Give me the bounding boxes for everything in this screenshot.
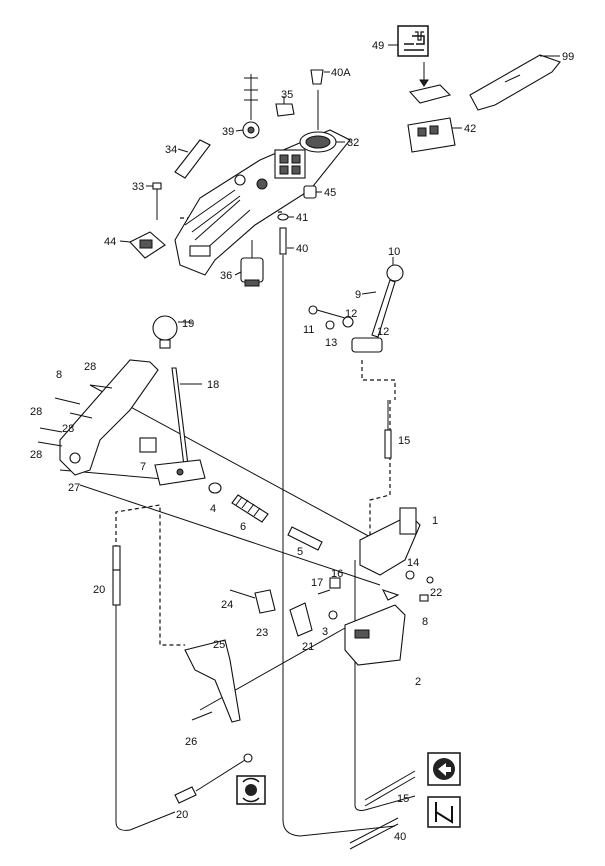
callout-42-7: 42 <box>464 123 476 135</box>
callout-15-47: 15 <box>397 793 409 805</box>
callout-7-26: 7 <box>140 461 146 473</box>
callout-25-44: 25 <box>213 639 225 651</box>
bolt-33 <box>152 182 162 220</box>
bracket-25 <box>184 639 241 723</box>
key-99 <box>469 54 561 111</box>
nut-39 <box>242 74 260 139</box>
spring-6 <box>231 494 269 523</box>
reverse-icon <box>427 752 461 786</box>
callout-17-35: 17 <box>311 577 323 589</box>
knob-40a <box>310 69 324 85</box>
callout-8-43: 8 <box>422 616 428 628</box>
callout-40-12: 40 <box>296 243 308 255</box>
bolts-28 <box>37 384 113 447</box>
cut-icon <box>427 796 461 828</box>
cable-end-40 <box>279 227 287 255</box>
callout-36-13: 36 <box>220 270 232 282</box>
bracket-21 <box>289 602 313 637</box>
plug-45 <box>303 185 317 199</box>
rotation-icon <box>236 775 266 805</box>
washer-4 <box>208 482 222 494</box>
callout-16-36: 16 <box>331 568 343 580</box>
switch-36 <box>240 240 264 287</box>
tube-5 <box>287 526 323 551</box>
callout-33-8: 33 <box>132 181 144 193</box>
callout-9-15: 9 <box>355 289 361 301</box>
callout-13-18: 13 <box>325 337 337 349</box>
callout-20-38: 20 <box>93 584 105 596</box>
callout-34-6: 34 <box>165 144 177 156</box>
callout-41-10: 41 <box>296 212 308 224</box>
cable-40-bottom <box>349 817 399 850</box>
callout-24-39: 24 <box>221 599 233 611</box>
callout-14-34: 14 <box>407 557 419 569</box>
callout-23-40: 23 <box>256 627 268 639</box>
callout-21-41: 21 <box>302 641 314 653</box>
callout-12-19: 12 <box>377 326 389 338</box>
callout-1-30: 1 <box>432 515 438 527</box>
callout-39-4: 39 <box>222 126 234 138</box>
bolt-11 <box>308 305 354 330</box>
callout-40-49: 40 <box>394 831 406 843</box>
callout-45-9: 45 <box>324 187 336 199</box>
callout-22-37: 22 <box>430 587 442 599</box>
callout-35-3: 35 <box>281 89 293 101</box>
callout-3-42: 3 <box>322 626 328 638</box>
bracket-1 <box>359 507 421 576</box>
cable-20-end <box>112 545 121 606</box>
callout-28-21: 28 <box>84 361 96 373</box>
callout-28-24: 28 <box>30 406 42 418</box>
callout-49-0: 49 <box>372 40 384 52</box>
callout-15-28: 15 <box>398 435 410 447</box>
callout-40A-2: 40A <box>331 67 351 79</box>
bracket-2 <box>344 604 406 666</box>
callout-12-17: 12 <box>345 308 357 320</box>
callout-11-16: 11 <box>303 324 314 336</box>
bushing-7 <box>139 437 157 453</box>
callout-5-33: 5 <box>297 546 303 558</box>
trim-34 <box>174 139 211 179</box>
callout-28-25: 28 <box>62 423 74 435</box>
callout-28-27: 28 <box>30 449 42 461</box>
callout-44-11: 44 <box>104 236 116 248</box>
callout-26-46: 26 <box>185 736 197 748</box>
cover-42-group <box>407 62 456 153</box>
lever-18 <box>154 367 206 486</box>
callout-20-48: 20 <box>176 809 188 821</box>
cap-35 <box>275 103 295 117</box>
clip-23 <box>229 589 276 614</box>
callout-19-20: 19 <box>182 318 194 330</box>
lever-9 <box>351 264 404 353</box>
switch-44 <box>129 231 166 259</box>
callout-6-32: 6 <box>240 521 246 533</box>
gear-shift-icon <box>397 25 429 57</box>
small-parts <box>317 570 434 620</box>
callout-32-5: 32 <box>347 137 359 149</box>
callout-10-14: 10 <box>388 246 400 258</box>
callout-99-1: 99 <box>562 51 574 63</box>
washer-41 <box>277 213 289 221</box>
callout-27-29: 27 <box>68 482 80 494</box>
knob-19 <box>152 315 178 349</box>
callout-8-22: 8 <box>56 369 62 381</box>
bracket-27 <box>59 359 159 476</box>
callout-leaders <box>119 44 560 385</box>
cable-15-bottom <box>364 770 416 807</box>
callout-2-45: 2 <box>415 676 421 688</box>
callout-18-23: 18 <box>207 379 219 391</box>
callout-4-31: 4 <box>210 503 216 515</box>
cable-15-end <box>384 400 392 459</box>
cable-20-bottom <box>174 753 253 804</box>
